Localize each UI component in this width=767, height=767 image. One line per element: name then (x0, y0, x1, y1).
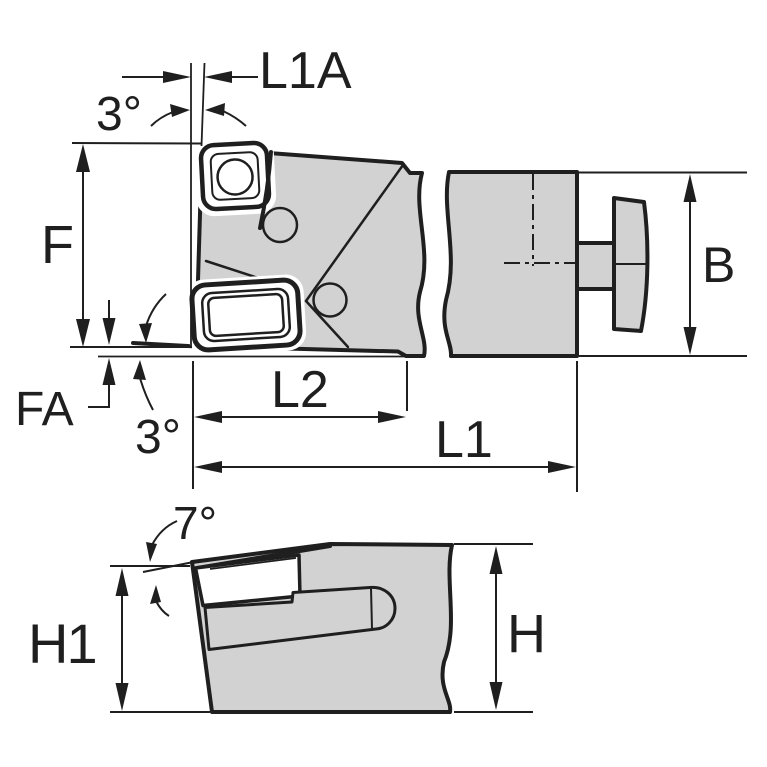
bottom-insert (185, 274, 307, 356)
dim-l2: L2 (192, 361, 408, 489)
head-clamp-diagonal-2 (304, 299, 350, 349)
label-b: B (702, 237, 735, 293)
label-l1: L1 (435, 411, 493, 469)
label-angle-front-top: 3° (96, 88, 142, 141)
top-view (131, 135, 650, 358)
f-top-extension-line (71, 142, 202, 145)
label-angle-front-bottom: 3° (135, 411, 181, 464)
edge-direction-tick (142, 561, 192, 573)
screw-hole-1 (261, 206, 299, 244)
dim-f: F (41, 142, 202, 348)
bottom-insert-inner (207, 292, 285, 338)
dimensions-side: 7° H1 H (28, 497, 546, 713)
side-view (190, 542, 454, 714)
bottom-insert-mid (200, 287, 292, 343)
screw-hole-2 (312, 282, 348, 318)
centerline (504, 174, 576, 266)
side-insert-top-line (209, 557, 297, 570)
top-insert-pocket-edge (258, 150, 273, 230)
callout-angle-front-top: 3° (96, 88, 247, 141)
top-insert-inner (209, 151, 261, 201)
top-insert (193, 135, 277, 217)
label-h: H (507, 604, 546, 664)
dim-h1: H1 (28, 565, 210, 713)
clamp-stem (575, 241, 616, 291)
dim-l1: L1 (194, 361, 578, 492)
dim-b: B (579, 171, 747, 357)
dim-l1a: L1A (122, 42, 352, 100)
callout-angle-side: 7° (142, 497, 217, 617)
dim-fa: FA (15, 300, 405, 436)
label-angle-side: 7° (173, 497, 217, 549)
label-fa: FA (15, 383, 74, 436)
insert-screw-hole (216, 158, 254, 196)
callout-angle-front-bottom: 3° (133, 293, 181, 464)
label-f: F (41, 215, 74, 275)
head-bottom-front-edge (131, 341, 199, 349)
dimensions-top: L1A 3° F FA (15, 42, 747, 492)
label-l1a: L1A (259, 42, 352, 100)
label-l2: L2 (271, 361, 329, 419)
dim-h: H (454, 543, 546, 713)
label-h1: H1 (28, 612, 96, 675)
side-slot-chord-line (370, 587, 373, 630)
head-clamp-diagonal-1 (304, 163, 405, 303)
side-clamp-slot (203, 585, 397, 651)
front-edge-extension-line (200, 62, 206, 147)
